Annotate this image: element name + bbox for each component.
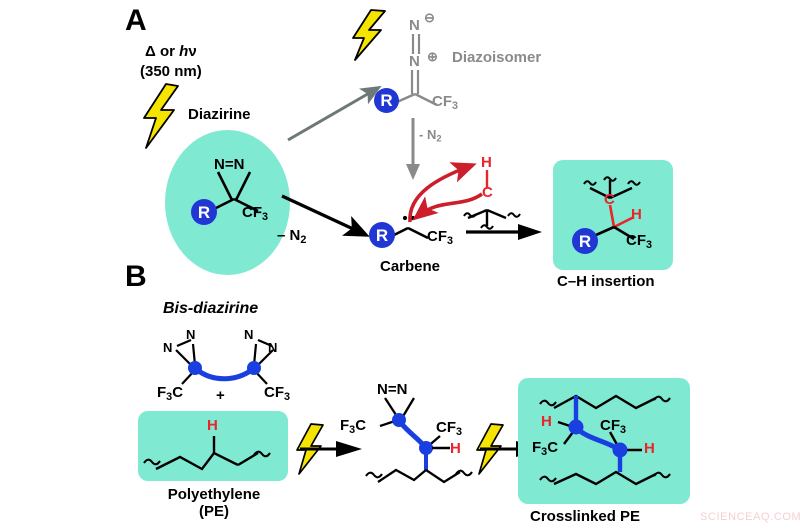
insertion-top-bonds: [583, 176, 641, 200]
watermark: SCIENCEAQ.COM: [700, 511, 800, 523]
f3c-c: C: [355, 417, 367, 434]
diazoisomer-double-bond: [410, 70, 420, 94]
arrow-lose-n2-vertical: [406, 118, 420, 180]
substrate-h: H: [481, 154, 492, 171]
polyethylene-label-line1: Polyethylene: [167, 486, 261, 503]
loss-n2-sub: 2: [436, 133, 442, 144]
loss-n2-text: – N: [277, 227, 301, 244]
loss-n2-text: - N: [419, 127, 437, 142]
conditions-h: h: [179, 43, 189, 60]
cf3-text: CF: [432, 93, 452, 110]
diazoisomer-r-group: R: [374, 88, 399, 113]
intermediate-f3c: F3C: [340, 418, 366, 436]
cf3-sub: 3: [620, 424, 627, 437]
arrow-to-carbene: [281, 194, 370, 237]
loss-n2-sub: 2: [300, 234, 307, 247]
cf3-text: CF: [264, 384, 284, 401]
insertion-bonds: [595, 204, 635, 241]
diazoisomer-n-bottom: N: [409, 53, 420, 70]
diazoisomer-n-top: N: [409, 17, 420, 34]
bis-diazirine-f3c-left: F3C: [157, 385, 183, 403]
arrow-to-diazoisomer: [287, 85, 382, 142]
cf3-text: CF: [600, 417, 620, 434]
intermediate-ring-label: N=N: [377, 381, 408, 398]
insertion-label: C–H insertion: [557, 273, 655, 290]
cf3-sub: 3: [456, 426, 463, 439]
f3c-f: F: [340, 417, 350, 434]
insertion-r-group: R: [572, 228, 598, 254]
polyethylene-label-line2: (PE): [199, 503, 229, 521]
crosslinked-label: Crosslinked PE: [530, 508, 641, 525]
f3c-sub: 3: [349, 424, 356, 437]
reaction-arrow-b1: [300, 441, 362, 457]
arrow-to-insertion: [466, 224, 542, 240]
intermediate-cf3: CF3: [436, 420, 462, 438]
crosslinked-structure: [539, 394, 671, 486]
cf3-text: CF: [626, 232, 646, 249]
carbene-cf3: CF3: [427, 229, 453, 247]
cf3-sub: 3: [447, 235, 454, 248]
lightning-bolt-icon-a1: [143, 83, 179, 149]
diazoisomer-triple-bond: [411, 34, 421, 54]
insertion-h: H: [631, 206, 642, 223]
cf3-text: CF: [427, 228, 447, 245]
conditions-delta: Δ or: [145, 43, 180, 60]
polyethylene-label: Polyethylene (PE): [159, 486, 269, 521]
panel-a-conditions: Δ or hν (350 nm): [140, 42, 202, 83]
crosslinked-cf3: CF3: [600, 418, 626, 436]
bis-diazirine-bonds: [175, 338, 274, 385]
crosslinked-h-right: H: [644, 440, 655, 457]
substrate-c: C: [482, 184, 493, 201]
polyethylene-h: H: [207, 417, 218, 434]
diazoisomer-cf3: CF3: [432, 94, 458, 112]
intermediate-h: H: [450, 440, 461, 457]
bis-diazirine-label: Bis-diazirine: [163, 300, 259, 317]
diazirine-cf3: CF3: [242, 205, 268, 223]
loss-n2-diagonal-label: – N2: [277, 228, 306, 246]
intermediate-bonds: [365, 397, 473, 484]
diazirine-label: Diazirine: [188, 106, 251, 123]
f3c-sub: 3: [541, 446, 548, 459]
crosslinked-h-left: H: [541, 413, 552, 430]
bis-diazirine-n-right-outer: N: [268, 340, 278, 355]
f3c-f: F: [157, 384, 167, 401]
bis-diazirine-n-left-inner: N: [186, 327, 196, 342]
red-mechanism-arrows: [408, 162, 484, 223]
conditions-nu: ν: [188, 43, 197, 60]
diazoisomer-negative-charge: ⊖: [424, 10, 435, 25]
insertion-c: C: [604, 191, 615, 208]
diazoisomer-label: Diazoisomer: [452, 49, 542, 66]
cf3-sub: 3: [452, 100, 459, 113]
conditions-line-2: (350 nm): [140, 63, 202, 81]
f3c-c: C: [172, 384, 184, 401]
diazoisomer-positive-charge: ⊕: [427, 49, 438, 64]
insertion-cf3: CF3: [626, 233, 652, 251]
bis-diazirine-n-left-outer: N: [163, 340, 173, 355]
substrate-bonds: [463, 170, 521, 230]
f3c-f: F: [532, 439, 542, 456]
cf3-text: CF: [436, 419, 456, 436]
diazirine-ring-label: N=N: [214, 156, 245, 173]
panel-a-letter: A: [125, 4, 147, 37]
bis-diazirine-n-right-inner: N: [244, 327, 254, 342]
f3c-c: C: [547, 439, 559, 456]
intermediate-h-bond: [432, 446, 450, 450]
cf3-sub: 3: [284, 391, 291, 404]
cf3-sub: 3: [646, 239, 653, 252]
bis-diazirine-plus: +: [216, 387, 225, 404]
polyethylene-chain: [143, 436, 271, 471]
panel-b-letter: B: [125, 260, 147, 293]
cf3-text: CF: [242, 204, 262, 221]
cf3-sub: 3: [262, 211, 269, 224]
bis-diazirine-cf3-right: CF3: [264, 385, 290, 403]
diazoisomer-bonds: [396, 92, 438, 107]
carbene-label: Carbene: [380, 258, 441, 275]
carbene-r-group: R: [369, 222, 395, 248]
diazirine-r-group: R: [191, 199, 217, 225]
f3c-sub: 3: [166, 391, 173, 404]
loss-n2-vertical-label: - N2: [419, 128, 442, 144]
crosslinked-f3c: F3C: [532, 440, 558, 458]
conditions-line-1: Δ or hν: [140, 42, 202, 62]
lightning-bolt-icon-a2: [352, 9, 386, 61]
